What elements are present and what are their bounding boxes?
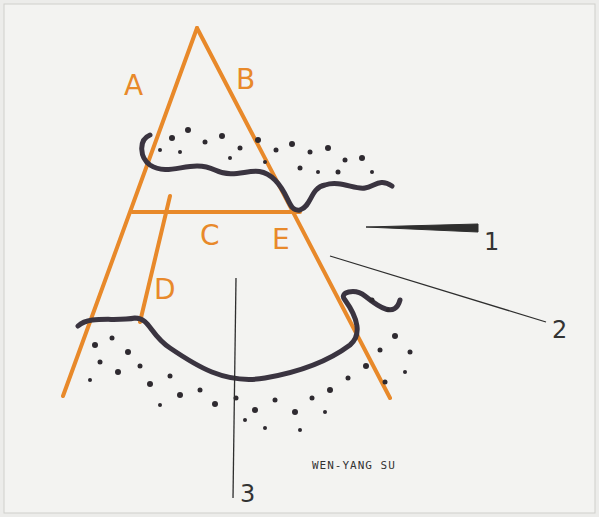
author-signature: WEN-YANG SU: [312, 460, 396, 471]
soil-dots: [88, 127, 413, 432]
part-letter: B: [236, 66, 255, 94]
boundary-line: [78, 135, 400, 379]
callout-number: 3: [240, 482, 255, 506]
part-letter: D: [154, 276, 176, 304]
paper: [4, 4, 595, 513]
callout-number: 2: [552, 318, 567, 342]
part-letter: A: [124, 72, 143, 100]
part-letter: E: [272, 226, 290, 254]
a-frame: [63, 28, 390, 398]
leader-lines: [233, 224, 546, 498]
part-letter: C: [200, 222, 220, 250]
callout-number: 1: [484, 230, 499, 254]
